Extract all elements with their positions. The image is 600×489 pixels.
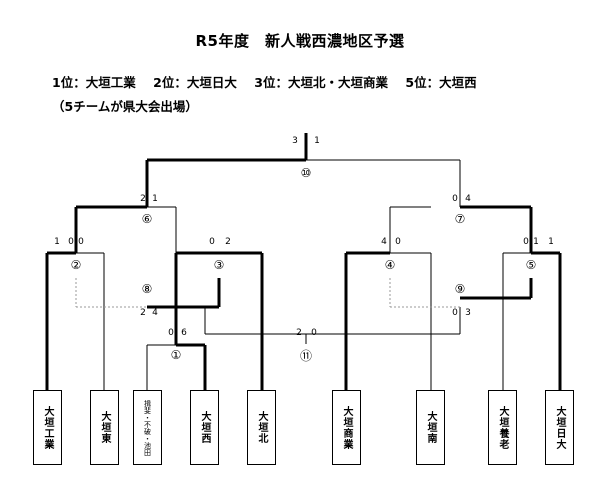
score-m3-left: 0 bbox=[209, 237, 215, 247]
score-m1-left: 0 bbox=[168, 328, 174, 338]
score-m4-left: 4 bbox=[381, 237, 387, 247]
team-name: 大垣南 bbox=[425, 411, 436, 444]
page-title: R5年度 新人戦西濃地区予選 bbox=[195, 32, 405, 50]
match-number-3: ③ bbox=[212, 258, 226, 272]
score-m5-extra: 1 bbox=[548, 237, 554, 247]
third-place: 3位：大垣北・大垣商業 bbox=[254, 75, 388, 90]
match-number-11: ⑪ bbox=[299, 349, 313, 363]
score-m2-left: 1 bbox=[54, 237, 60, 247]
score-m5-left: 0 bbox=[523, 237, 529, 247]
match-number-8: ⑧ bbox=[140, 282, 154, 296]
score-m7-left: 0 bbox=[452, 194, 458, 204]
score-m4-right: 0 bbox=[395, 237, 401, 247]
team-box-nishi: 大垣西 bbox=[190, 390, 219, 465]
team-name: 大垣商業 bbox=[341, 405, 352, 450]
team-name: 大垣養老 bbox=[497, 405, 508, 450]
team-name: 大垣工業 bbox=[42, 405, 53, 450]
match-number-2: ② bbox=[69, 258, 83, 272]
score-m2-extra: 0 bbox=[78, 237, 84, 247]
team-box-nichidai: 大垣日大 bbox=[545, 390, 574, 465]
score-m5-right: 1 bbox=[533, 237, 539, 247]
match-number-7: ⑦ bbox=[453, 212, 467, 226]
fifth-place: 5位：大垣西 bbox=[405, 75, 477, 90]
team-name: 大垣西 bbox=[199, 411, 210, 444]
score-m11-right: 0 bbox=[311, 328, 317, 338]
score-m8-right: 4 bbox=[152, 308, 158, 318]
team-box-yoro: 大垣養老 bbox=[488, 390, 517, 465]
match-number-1: ① bbox=[169, 348, 183, 362]
match-number-10: ⑩ bbox=[299, 166, 313, 180]
score-m6-right: 1 bbox=[152, 194, 158, 204]
team-name: 大垣北 bbox=[256, 411, 267, 444]
score-m6-left: 2 bbox=[140, 194, 146, 204]
score-m7-right: 4 bbox=[465, 194, 471, 204]
team-name: 大垣日大 bbox=[554, 405, 565, 450]
team-name: 大垣東 bbox=[99, 411, 110, 444]
match-number-5: ⑤ bbox=[524, 258, 538, 272]
score-m10-right: 1 bbox=[314, 136, 320, 146]
team-box-ibi: 揖斐・不破・池田 bbox=[133, 390, 162, 465]
team-box-shogyo: 大垣商業 bbox=[332, 390, 361, 465]
match-number-6: ⑥ bbox=[140, 212, 154, 226]
score-m9-left: 0 bbox=[452, 308, 458, 318]
team-box-minami: 大垣南 bbox=[416, 390, 445, 465]
team-box-kita: 大垣北 bbox=[247, 390, 276, 465]
team-box-kogyo: 大垣工業 bbox=[33, 390, 62, 465]
score-m8-left: 2 bbox=[140, 308, 146, 318]
team-name: 揖斐・不破・池田 bbox=[143, 399, 152, 456]
match-number-9: ⑨ bbox=[453, 282, 467, 296]
second-place: 2位：大垣日大 bbox=[153, 75, 237, 90]
match-number-4: ④ bbox=[383, 258, 397, 272]
score-m10-left: 3 bbox=[292, 136, 298, 146]
final-standings: 1位：大垣工業 2位：大垣日大 3位：大垣北・大垣商業 5位：大垣西 bbox=[52, 72, 477, 91]
score-m3-right: 2 bbox=[225, 237, 231, 247]
team-box-higashi: 大垣東 bbox=[90, 390, 119, 465]
score-m9-right: 3 bbox=[465, 308, 471, 318]
score-m11-left: 2 bbox=[296, 328, 302, 338]
score-m2-right: 0 bbox=[68, 237, 74, 247]
score-m1-right: 6 bbox=[181, 328, 187, 338]
first-place: 1位：大垣工業 bbox=[52, 75, 136, 90]
qualification-note: （5チームが県大会出場） bbox=[52, 99, 198, 114]
